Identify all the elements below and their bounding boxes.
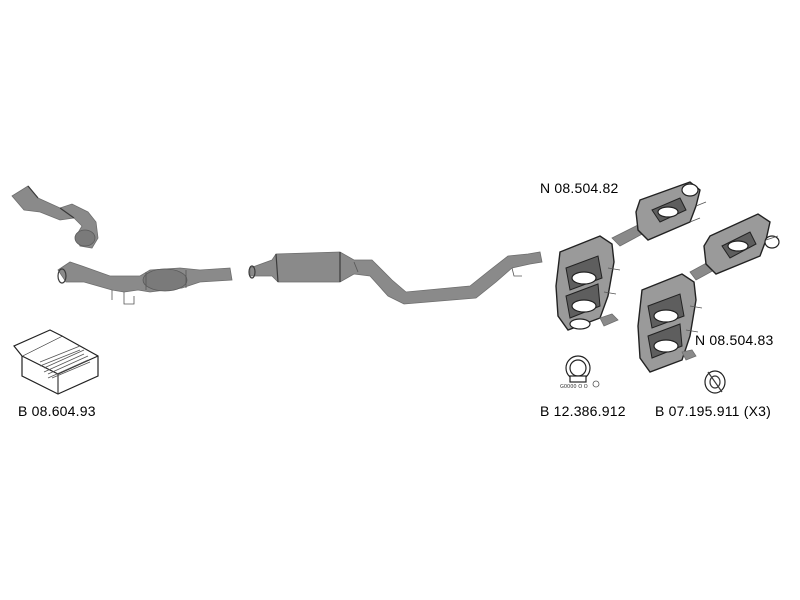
rear-muffler-left xyxy=(555,181,707,331)
nut-icon xyxy=(704,370,726,394)
svg-text:G0000 O O: G0000 O O xyxy=(560,384,588,390)
front-pipe-manifold xyxy=(11,185,99,249)
middle-silencer-pipe xyxy=(248,251,543,305)
label-nut: B 07.195.911 (X3) xyxy=(655,403,771,419)
label-clamp: B 12.386.912 xyxy=(540,403,626,419)
label-rear-muffler-right: N 08.504.83 xyxy=(695,332,774,348)
catalytic-converter-pipe xyxy=(57,261,233,305)
mounting-kit-box xyxy=(13,329,99,395)
label-rear-muffler-left: N 08.504.82 xyxy=(540,180,619,196)
label-mounting-kit: B 08.604.93 xyxy=(18,403,96,419)
clamp-icon: G0000 O O xyxy=(560,355,600,390)
rear-muffler-right xyxy=(637,213,780,373)
